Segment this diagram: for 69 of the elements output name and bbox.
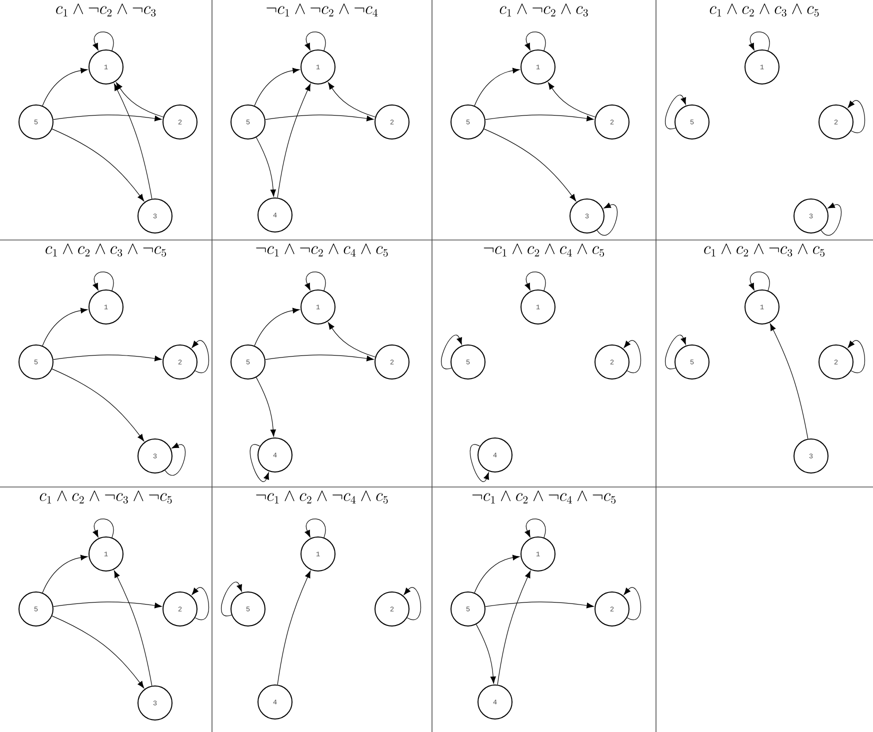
self-loop-arrow xyxy=(304,272,326,291)
arrow xyxy=(52,368,144,442)
self-loop-arrow xyxy=(221,582,242,616)
self-loop-arrow xyxy=(404,587,421,620)
arrow xyxy=(485,114,594,122)
self-loop-arrow xyxy=(748,272,770,291)
self-loop-arrow xyxy=(820,202,842,236)
self-loop-arrow xyxy=(304,518,326,538)
arrow xyxy=(484,128,576,202)
self-loop-arrow xyxy=(624,587,641,620)
panel-title: $\neg c_1 \wedge \neg c_2 \wedge \neg c_4$ xyxy=(266,3,378,16)
self-loop-arrow xyxy=(192,587,209,620)
arrow xyxy=(53,354,162,362)
arrow xyxy=(42,554,88,594)
arrow xyxy=(256,137,276,197)
arrow xyxy=(474,554,520,594)
arrow xyxy=(485,602,594,608)
self-loop-arrow xyxy=(748,32,770,51)
arrow xyxy=(52,616,144,688)
arrow xyxy=(114,84,152,200)
self-loop-arrow xyxy=(665,334,686,370)
panel-title: $c_1 \wedge \neg c_2 \wedge \neg c_3$ xyxy=(56,3,156,17)
panel-title: $\neg c_1 \wedge c_2 \wedge \neg c_4 \wedge \neg c_5$ xyxy=(472,490,616,504)
arrow xyxy=(497,570,531,685)
panel-title: $c_1 \wedge c_2 \wedge c_3 \wedge c_5$ xyxy=(710,3,819,17)
panel-title: $\neg c_1 \wedge \neg c_2 \wedge c_4 \wedge c_5$ xyxy=(256,243,388,257)
arrow xyxy=(277,570,311,685)
self-loop-arrow xyxy=(596,202,618,236)
arrow xyxy=(42,68,88,106)
arrow xyxy=(277,84,311,198)
self-loop-arrow xyxy=(304,32,326,51)
self-loop-arrow xyxy=(92,32,114,51)
self-loop-arrow xyxy=(192,340,209,373)
self-loop-arrow xyxy=(848,340,865,373)
panel-title: $c_1 \wedge c_2 \wedge \neg c_3 \wedge c_5$ xyxy=(704,243,825,257)
arrow xyxy=(42,308,88,346)
panel-title: $c_1 \wedge c_2 \wedge \neg c_3 \wedge \neg c_5$ xyxy=(40,490,172,504)
panel-title: $\neg c_1 \wedge c_2 \wedge c_4 \wedge c_5$ xyxy=(484,243,604,257)
self-loop-arrow xyxy=(164,442,186,476)
self-loop-arrow xyxy=(250,444,270,482)
self-loop-arrow xyxy=(524,272,546,291)
arrow xyxy=(254,68,300,106)
arrow xyxy=(52,128,144,202)
arrow xyxy=(328,322,376,358)
self-loop-arrow xyxy=(848,100,865,133)
arrow xyxy=(116,82,164,118)
arrow xyxy=(256,377,276,437)
arrow xyxy=(114,570,152,686)
arrow xyxy=(53,114,162,122)
self-loop-arrow xyxy=(92,518,114,538)
arrow xyxy=(476,624,496,684)
arrow xyxy=(53,602,162,608)
arrow xyxy=(328,82,376,118)
self-loop-arrow xyxy=(524,32,546,51)
self-loop-arrow xyxy=(665,94,686,130)
self-loop-arrow xyxy=(524,518,546,538)
self-loop-arrow xyxy=(92,272,114,291)
arrow xyxy=(548,82,596,118)
self-loop-arrow xyxy=(470,444,490,482)
arrow xyxy=(254,308,300,346)
self-loop-arrow xyxy=(624,340,641,373)
arrow xyxy=(265,114,374,122)
panel-title: $c_1 \wedge \neg c_2 \wedge c_3$ xyxy=(500,3,588,17)
arrow xyxy=(770,324,808,440)
panel-title: $c_1 \wedge c_2 \wedge c_3 \wedge \neg c_5$ xyxy=(46,243,166,257)
arrow xyxy=(474,68,520,106)
panel-title: $\neg c_1 \wedge c_2 \wedge \neg c_4 \wedge c_5$ xyxy=(256,490,388,504)
self-loop-arrow xyxy=(441,334,462,370)
arrow xyxy=(265,354,374,362)
